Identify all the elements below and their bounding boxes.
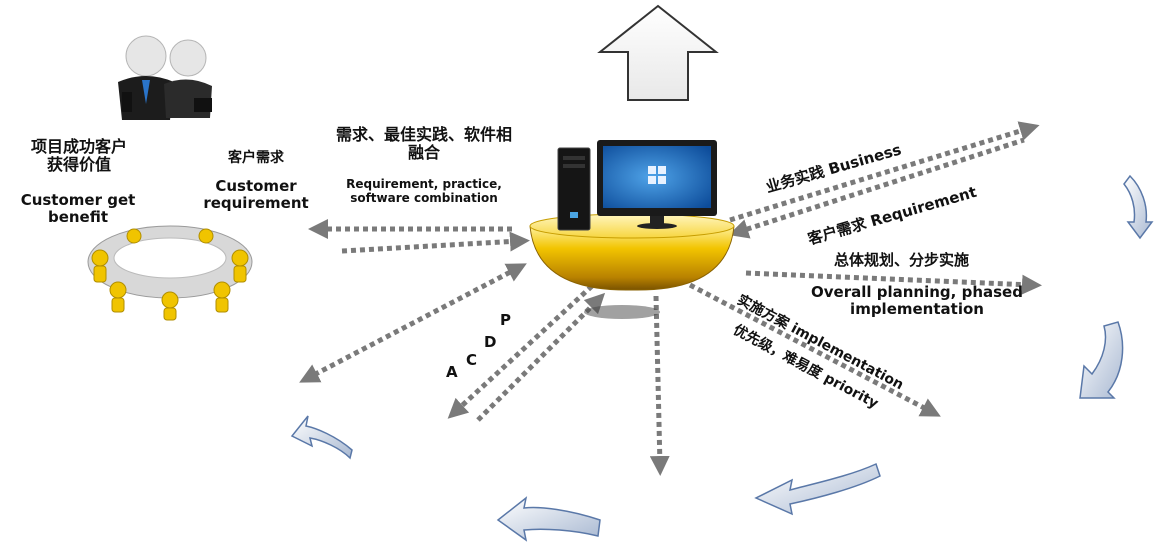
gold-platform (529, 225, 735, 291)
curved-arrow-bottom-left-icon (290, 415, 353, 460)
meeting-people-icon (87, 225, 253, 321)
arrow-pdca-left (299, 263, 527, 383)
curved-arrow-bottom-center-icon (496, 496, 601, 542)
pc-tower (557, 147, 591, 231)
platform-computer (529, 140, 735, 319)
need-en-line2: requirement (203, 194, 309, 213)
curved-arrow-bottom-right-icon (754, 462, 881, 516)
value-en-line1: Customer get (20, 191, 136, 209)
label-planning-en-line1: Overall planning, phased (811, 283, 1023, 301)
top-center-en-line2: software combination (350, 190, 498, 205)
label-planning-cn: 总体规划、分步实施 (834, 251, 970, 269)
curved-arrow-right-icon (1079, 321, 1124, 399)
need-cn: 客户需求 (228, 150, 284, 166)
top-center-en-line1: Requirement, practice, (346, 177, 502, 191)
up-arrow-icon (597, 4, 719, 101)
value-cn: 项目成功客户 获得价值 (20, 137, 138, 175)
top-center-cn-line1: 需求、最佳实践、软件相 (335, 125, 512, 144)
pdca-p: P (500, 311, 511, 329)
value-en-line2: benefit (47, 208, 109, 227)
arrow-down (649, 295, 670, 476)
dotted-arrows (299, 121, 1042, 476)
arrow-pdca-right-return (476, 292, 606, 422)
label-planning-en: Overall planning, phased implementation (810, 283, 1024, 319)
windows-logo-icon (648, 166, 666, 184)
pdca-a: A (446, 363, 458, 381)
top-center-cn-line2: 融合 (407, 143, 440, 163)
arrow-to-center-upper (341, 231, 530, 254)
arrow-pdca-right (447, 284, 594, 419)
need-en-line1: Customer (215, 177, 297, 195)
value-en: Customer get benefit (16, 191, 140, 227)
arrow-implementation (688, 282, 941, 417)
need-en: Customer requirement (196, 177, 316, 213)
label-planning-en-line2: implementation (850, 300, 984, 319)
business-people-icon (118, 35, 212, 120)
pdca-c: C (466, 351, 478, 369)
pdca-d: D (484, 333, 497, 351)
value-cn-line1: 项目成功客户 (30, 137, 127, 156)
curved-arrow-top-right-icon (1123, 174, 1154, 240)
arrow-planning (745, 270, 1042, 295)
arrow-business (729, 121, 1040, 223)
value-cn-line2: 获得价值 (46, 155, 111, 175)
curved-arrows (290, 174, 1154, 542)
top-center-en: Requirement, practice, software combinat… (326, 177, 522, 206)
monitor-screen (603, 146, 711, 208)
platform-shadow (584, 305, 660, 319)
top-center-cn: 需求、最佳实践、软件相 融合 (316, 125, 532, 163)
